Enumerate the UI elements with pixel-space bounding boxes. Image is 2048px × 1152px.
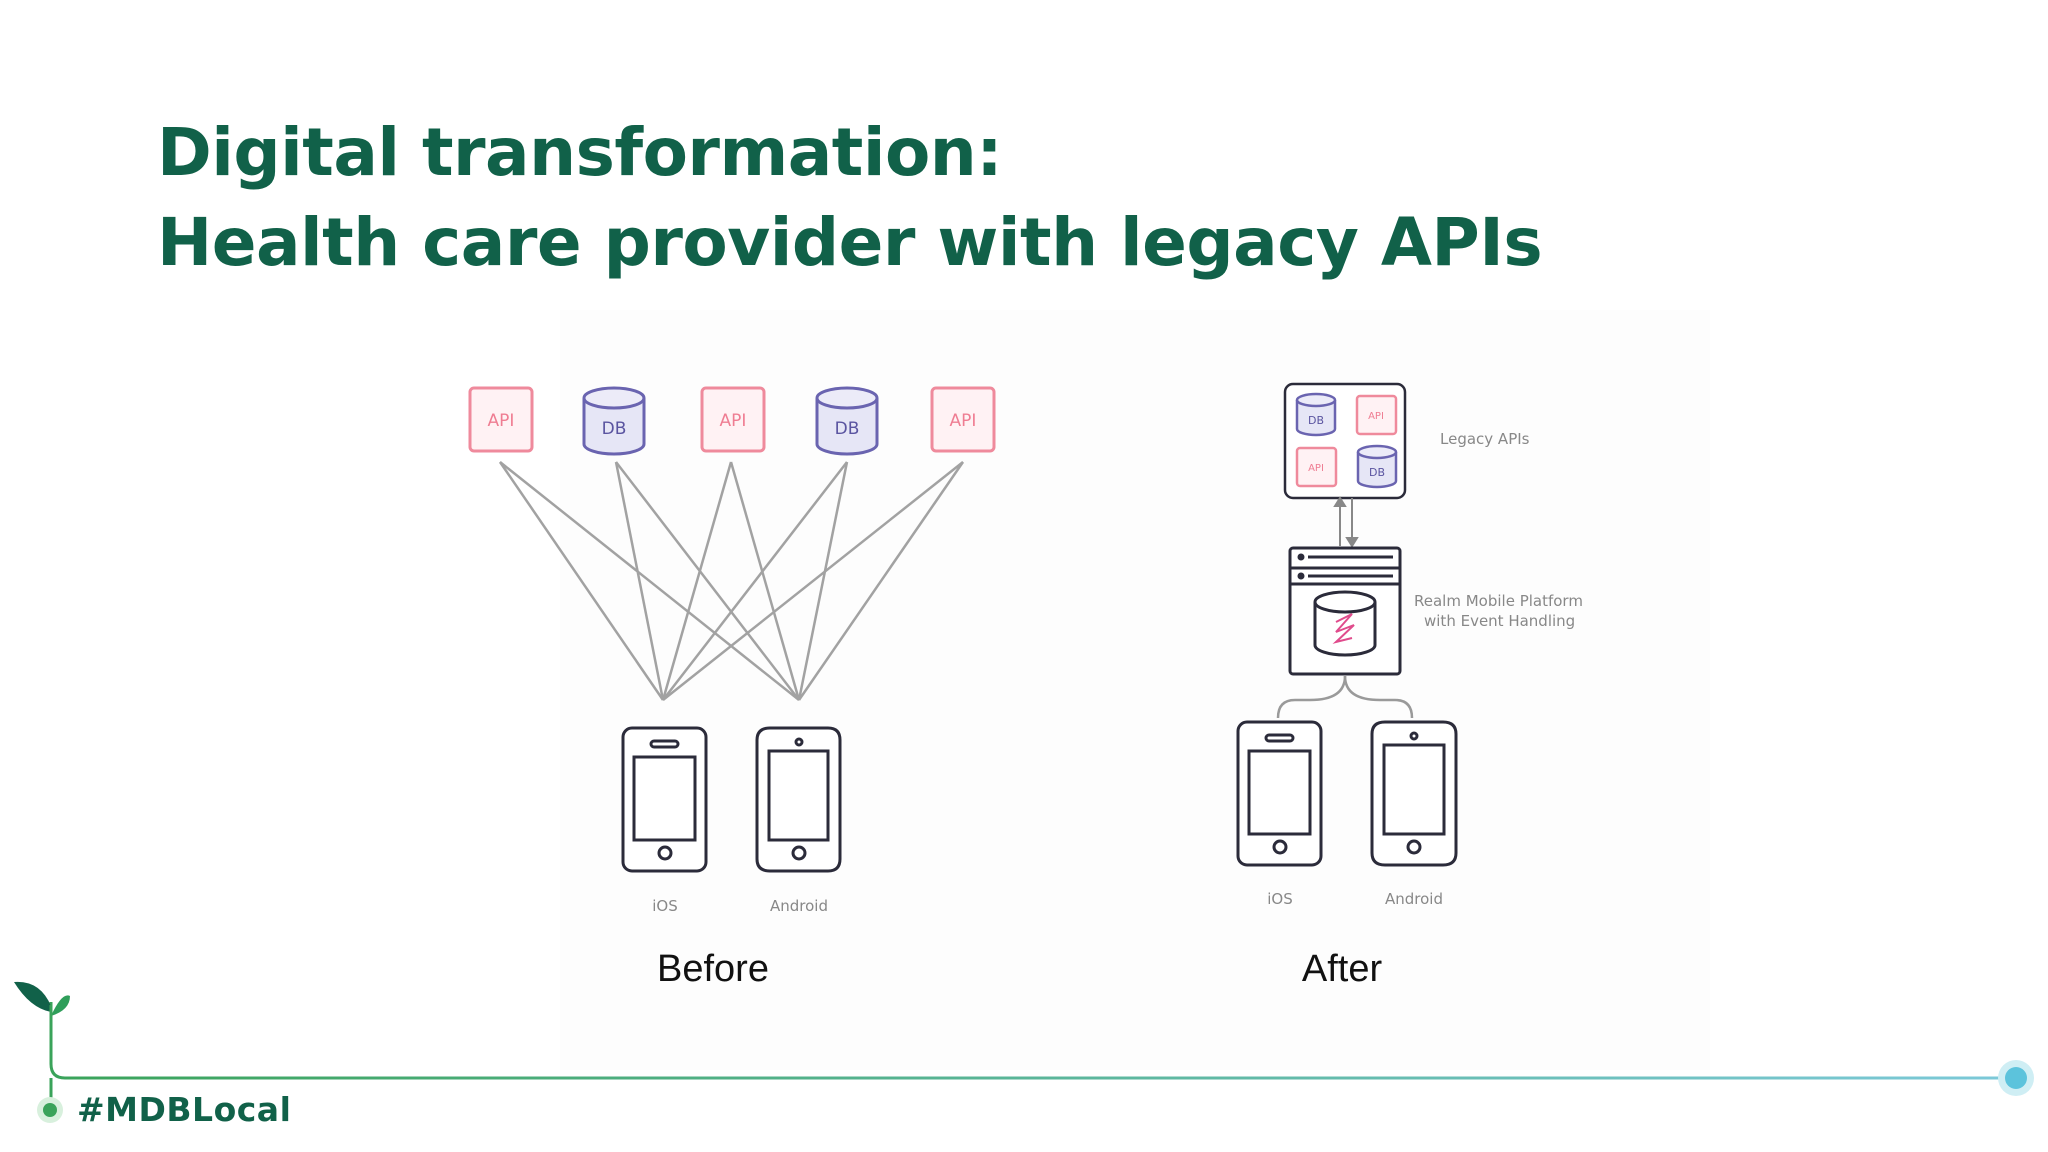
- legacy-db-label-1: DB: [1308, 414, 1324, 427]
- legacy-apis-box: DB API API DB: [1283, 382, 1407, 500]
- realm-platform-server-icon: [1288, 546, 1402, 676]
- before-android-label: Android: [770, 897, 828, 915]
- legacy-db-2: DB: [1356, 444, 1398, 489]
- legacy-apis-label: Legacy APIs: [1440, 430, 1530, 448]
- legacy-db-1: DB: [1295, 392, 1337, 437]
- before-caption: Before: [657, 948, 769, 990]
- before-api-box-2: API: [700, 386, 766, 453]
- after-connections: [1276, 675, 1414, 719]
- legacy-api-1: API: [1355, 394, 1398, 436]
- footer-hashtag: #MDBLocal: [77, 1090, 292, 1129]
- before-ios-label: iOS: [652, 897, 678, 915]
- after-caption: After: [1301, 948, 1383, 990]
- after-diagram: DB API API DB Legacy APIs: [1236, 382, 1583, 908]
- after-ios-phone-icon: [1236, 720, 1323, 867]
- legacy-api-label-2: API: [1308, 463, 1324, 474]
- after-android-label: Android: [1385, 890, 1443, 908]
- before-db-2: DB: [815, 386, 879, 456]
- realm-platform-label-line2: with Event Handling: [1424, 612, 1575, 630]
- before-db-label-1: DB: [602, 419, 627, 439]
- legacy-api-2: API: [1295, 446, 1338, 488]
- sprout-icon: [14, 981, 70, 1020]
- before-api-label-2: API: [720, 411, 747, 431]
- before-db-label-2: DB: [835, 419, 860, 439]
- before-api-box-3: API: [930, 386, 996, 453]
- slide-title: Digital transformation: Health care prov…: [157, 108, 1543, 288]
- realm-platform-label-line1: Realm Mobile Platform: [1414, 592, 1583, 610]
- before-db-1: DB: [582, 386, 646, 456]
- before-diagram: API DB API DB API iOS: [468, 386, 996, 915]
- title-line-1: Digital transformation:: [157, 114, 1003, 191]
- legacy-db-label-2: DB: [1369, 466, 1385, 479]
- after-android-phone-icon: [1370, 720, 1458, 867]
- sync-arrows: [1333, 496, 1359, 548]
- before-android-phone-icon: [755, 726, 842, 873]
- after-ios-label: iOS: [1267, 890, 1293, 908]
- before-api-label-1: API: [488, 411, 515, 431]
- before-api-label-3: API: [950, 411, 977, 431]
- before-api-box-1: API: [468, 386, 534, 453]
- title-line-2: Health care provider with legacy APIs: [157, 204, 1543, 281]
- footer-decoration: [37, 1002, 2034, 1123]
- legacy-api-label-1: API: [1368, 411, 1384, 422]
- before-connections: [498, 461, 965, 701]
- before-ios-phone-icon: [621, 726, 708, 873]
